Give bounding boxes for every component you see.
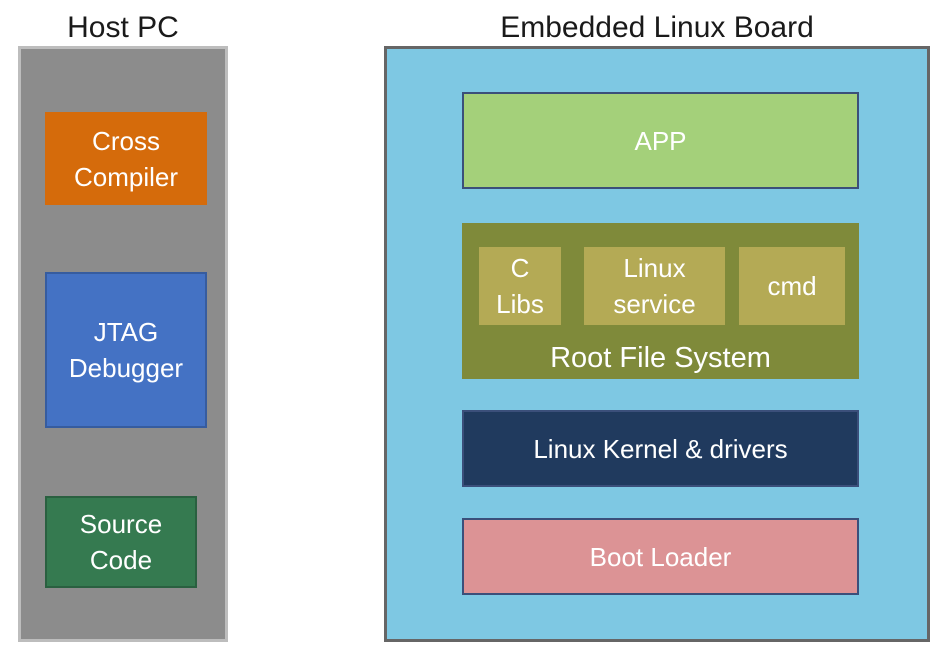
jtag-debugger-box: JTAG Debugger — [45, 272, 207, 428]
app-layer-box: APP — [462, 92, 859, 189]
embedded-board-title: Embedded Linux Board — [500, 11, 814, 44]
linux-service-box: Linux service — [584, 247, 725, 325]
c-libs-box: C Libs — [479, 247, 561, 325]
root-file-system-label: Root File System — [550, 342, 771, 374]
source-code-box: Source Code — [45, 496, 197, 588]
boot-loader-box: Boot Loader — [462, 518, 859, 595]
cmd-box: cmd — [739, 247, 845, 325]
cross-compiler-box: Cross Compiler — [45, 112, 207, 205]
host-pc-title: Host PC — [67, 11, 179, 44]
linux-kernel-box: Linux Kernel & drivers — [462, 410, 859, 487]
